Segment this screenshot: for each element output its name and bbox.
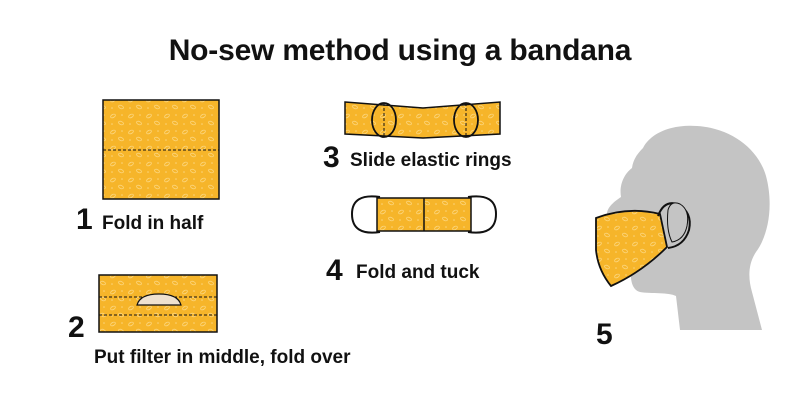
step-5-head-illustration: [595, 125, 770, 330]
filter-shape: [136, 293, 182, 306]
step-4-tuck-illustration: [350, 195, 498, 234]
step-1-label: Fold in half: [102, 213, 204, 234]
step-4-number: 4: [326, 254, 343, 287]
step-4-label: Fold and tuck: [356, 262, 480, 283]
step-2-filter-illustration: [98, 274, 218, 333]
elastic-loop-left: [350, 195, 381, 234]
step-1-bandana-illustration: [102, 99, 220, 200]
page-title: No-sew method using a bandana: [168, 34, 632, 67]
step-3-label: Slide elastic rings: [350, 150, 512, 171]
step-3-number: 3: [323, 141, 340, 174]
ear: [667, 202, 689, 243]
step-5-number: 5: [596, 318, 613, 351]
step-2-label: Put filter in middle, fold over: [94, 347, 351, 368]
elastic-loop-right: [467, 195, 498, 234]
mask-elastic-loop: [657, 202, 691, 249]
mask: [595, 209, 668, 288]
head-silhouette: [607, 125, 770, 330]
step-2-number: 2: [68, 311, 85, 344]
step-3-elastic-illustration: [344, 101, 501, 139]
step-1-number: 1: [76, 203, 93, 236]
